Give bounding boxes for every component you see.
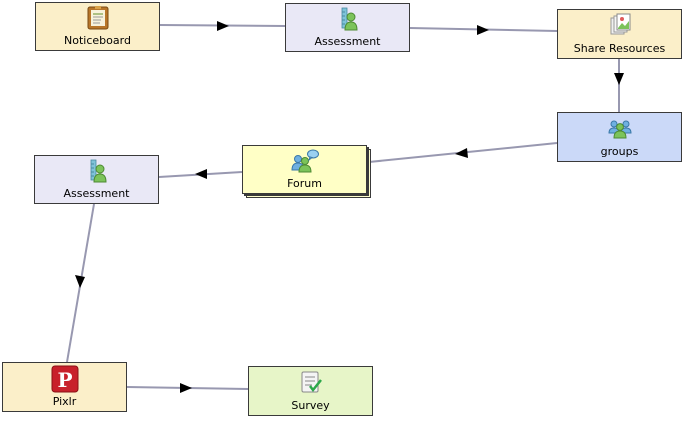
node-noticeboard[interactable]: Noticeboard bbox=[35, 2, 160, 51]
edge-forum-assessment-left[interactable] bbox=[158, 169, 243, 179]
node-label: Forum bbox=[287, 177, 322, 190]
edge-pixlr-survey[interactable] bbox=[126, 383, 249, 393]
groups-icon bbox=[607, 120, 632, 139]
node-groups[interactable]: groups bbox=[557, 112, 682, 162]
node-survey[interactable]: Survey bbox=[248, 366, 373, 416]
node-label: Survey bbox=[291, 399, 330, 412]
assessment-icon bbox=[341, 7, 358, 31]
node-label: Assessment bbox=[63, 187, 130, 200]
assessment-icon bbox=[90, 159, 107, 183]
noticeboard-icon bbox=[87, 6, 108, 30]
svg-text:P: P bbox=[57, 368, 72, 392]
node-label: Noticeboard bbox=[64, 34, 131, 47]
edge-share-resources-groups[interactable] bbox=[614, 59, 624, 112]
node-label: Pixlr bbox=[52, 395, 77, 408]
edge-assessment-left-pixlr[interactable] bbox=[66, 203, 95, 363]
node-share-resources[interactable]: Share Resources bbox=[557, 9, 682, 59]
survey-icon bbox=[301, 371, 322, 393]
node-label: Assessment bbox=[314, 35, 381, 48]
node-assessment-left[interactable]: Assessment bbox=[34, 155, 159, 204]
share-resources-icon bbox=[610, 13, 630, 35]
forum-icon bbox=[290, 149, 319, 173]
pixlr-icon: P bbox=[51, 365, 78, 393]
node-label: groups bbox=[600, 145, 639, 158]
node-pixlr[interactable]: P Pixlr bbox=[2, 362, 127, 412]
node-assessment-top[interactable]: Assessment bbox=[285, 3, 410, 52]
node-forum[interactable]: Forum bbox=[242, 145, 367, 194]
node-label: Share Resources bbox=[573, 42, 666, 55]
edge-assessment-share-resources[interactable] bbox=[409, 25, 558, 35]
edge-noticeboard-assessment[interactable] bbox=[159, 21, 286, 31]
edge-groups-forum[interactable] bbox=[368, 142, 558, 163]
